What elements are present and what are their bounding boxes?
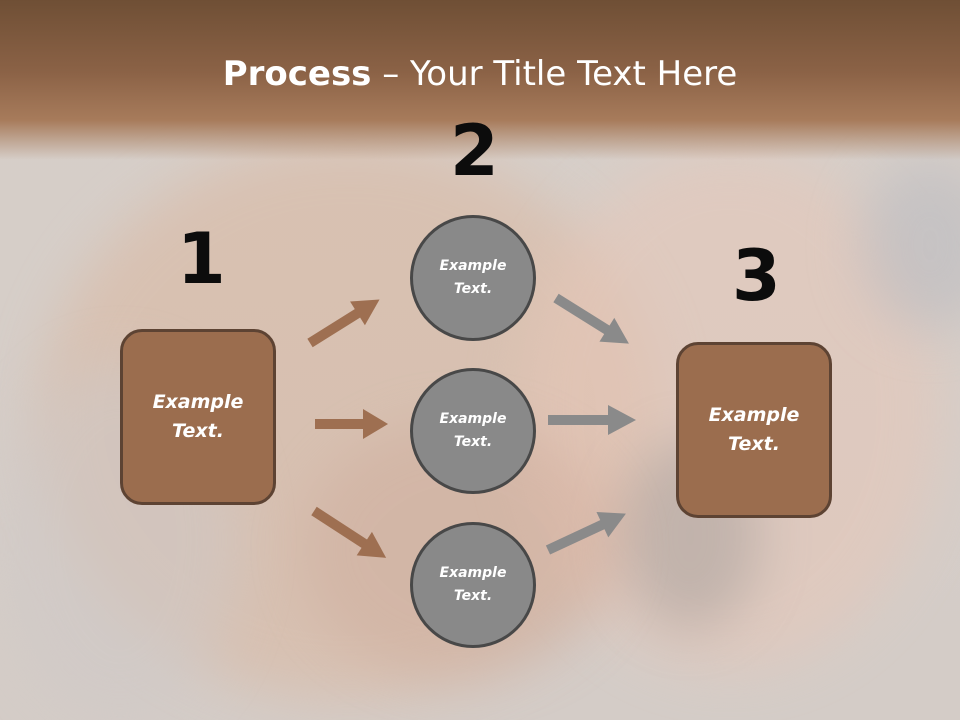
step-box-right-text: Example Text. (708, 404, 800, 455)
title-strong: Process (222, 54, 372, 94)
title-rest: – Your Title Text Here (371, 54, 738, 94)
arrow-right-middle (548, 405, 636, 435)
step-number-1: 1 (177, 218, 226, 300)
process-circle-middle: Example Text. (410, 368, 536, 494)
process-circle-bottom-text: Example Text. (439, 565, 507, 604)
step-box-left-text: Example Text. (152, 391, 244, 442)
title-band (0, 0, 960, 160)
arrow-left-top (307, 299, 380, 348)
process-circle-top-text: Example Text. (439, 258, 507, 297)
process-circle-bottom: Example Text. (410, 522, 536, 648)
step-number-3: 3 (732, 235, 781, 317)
slide-title: Process – Your Title Text Here (0, 54, 960, 94)
arrow-left-middle (315, 409, 388, 439)
process-circle-top: Example Text. (410, 215, 536, 341)
process-circle-middle-text: Example Text. (439, 411, 507, 450)
step-box-right: Example Text. (676, 342, 832, 518)
arrow-left-bottom (311, 506, 387, 558)
arrow-right-top (553, 293, 629, 344)
step-number-2: 2 (450, 110, 499, 192)
arrow-right-bottom (545, 511, 626, 555)
step-box-left: Example Text. (120, 329, 276, 505)
